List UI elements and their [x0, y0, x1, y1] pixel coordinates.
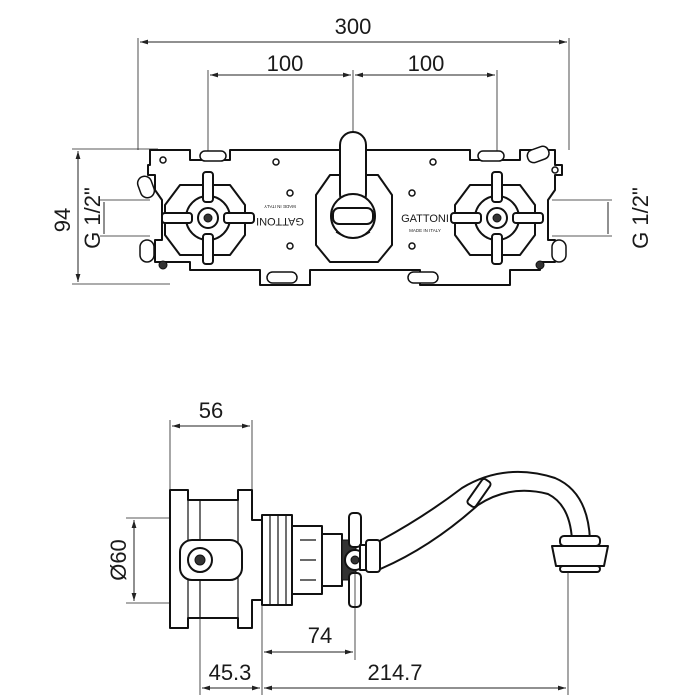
thread-label-left: G 1/2"	[80, 187, 105, 249]
dimension-body-depth: 56	[169, 398, 253, 490]
dimension-bottom: 45.3 214.7	[199, 572, 569, 695]
dimension-height: 94	[50, 148, 170, 285]
screw-holes	[158, 156, 559, 270]
spout	[359, 470, 609, 573]
dim-label-74: 74	[308, 623, 332, 648]
dimension-total-width: 300	[137, 14, 570, 150]
dim-label-56: 56	[199, 398, 223, 423]
thread-label-right: G 1/2"	[628, 187, 653, 249]
slot-bottom-left	[266, 271, 298, 284]
dim-label-diameter: Ø60	[106, 539, 131, 581]
front-view: 300 100 100 94 G 1/2"	[50, 14, 653, 286]
dimension-diameter: Ø60	[106, 517, 200, 604]
dimension-handle-offset: 74	[261, 570, 356, 660]
slot-top-left	[199, 150, 227, 162]
dimension-spacing: 100 100	[207, 51, 498, 178]
thread-right: G 1/2"	[552, 187, 653, 249]
brand-label-left: GATTONI	[256, 215, 304, 227]
center-outlet	[315, 131, 393, 263]
made-in-label-left: MADE IN ITALY	[264, 204, 296, 209]
slot-lower-left	[139, 239, 155, 263]
made-in-label-right: MADE IN ITALY	[409, 228, 441, 233]
dim-label-94: 94	[50, 208, 75, 232]
dim-label-100-left: 100	[267, 51, 304, 76]
cartridge	[261, 514, 357, 606]
thread-left: G 1/2"	[80, 187, 150, 249]
slot-top-right	[477, 150, 505, 162]
brand-label-right: GATTONI	[401, 213, 449, 225]
slot-corner-right	[526, 145, 550, 164]
right-valve	[450, 171, 544, 265]
left-valve	[161, 171, 255, 265]
dim-label-45-3: 45.3	[209, 660, 252, 685]
side-view: 56 Ø60	[106, 398, 609, 695]
slot-corner-left	[136, 175, 156, 199]
dim-label-300: 300	[335, 14, 372, 39]
dim-label-100-right: 100	[408, 51, 445, 76]
slot-lower-right	[551, 239, 567, 263]
slot-bottom-right	[407, 271, 439, 284]
dim-label-214-7: 214.7	[367, 660, 422, 685]
